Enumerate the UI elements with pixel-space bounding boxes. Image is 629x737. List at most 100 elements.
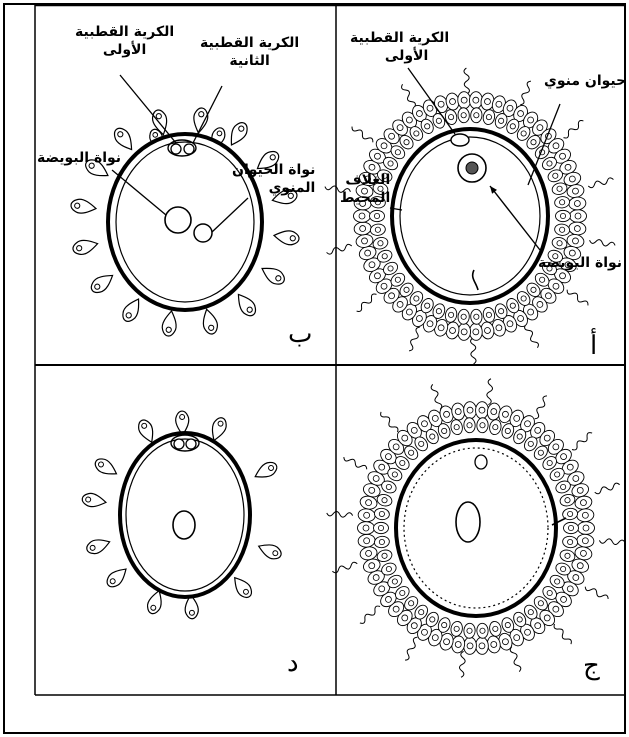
sperm-tail xyxy=(572,433,592,450)
sperm-tail xyxy=(535,396,547,419)
polar-body-first xyxy=(174,439,184,449)
label-a-polar-body-first: الكرية القطبية الأولى xyxy=(350,30,449,65)
corona-cell xyxy=(554,196,570,209)
polar-body xyxy=(475,455,487,469)
corona-cell xyxy=(568,221,586,236)
sperm-tail xyxy=(585,587,608,599)
corona-cell xyxy=(475,637,489,655)
sperm-tail xyxy=(431,384,442,409)
label-a-envelope: الغلاف المحيط xyxy=(340,172,390,207)
follicle-cell xyxy=(233,290,259,319)
follicle-cell xyxy=(226,120,251,149)
sperm-tail xyxy=(360,606,380,623)
sperm-tail xyxy=(554,624,571,644)
panel-b-egg xyxy=(70,75,300,337)
follicle-cell xyxy=(70,198,97,215)
corona-cell xyxy=(463,623,475,639)
sperm-tail xyxy=(599,539,625,545)
corona-cell xyxy=(469,91,483,109)
sperm-tail xyxy=(590,240,615,246)
polar-body-first xyxy=(171,144,181,154)
corona-cell xyxy=(358,534,376,549)
corona-cell xyxy=(564,522,579,533)
sperm-tail xyxy=(460,651,466,677)
sperm-tail xyxy=(327,244,352,254)
corona-cell xyxy=(458,309,470,325)
label-a-sperm: حيوان منوي xyxy=(544,73,626,91)
corona-cell xyxy=(576,534,594,549)
corona-cell xyxy=(488,419,502,436)
label-b-sperm-nucleus: نواة الحيوان المنوي xyxy=(232,162,315,197)
label-a-egg-nucleus: نواة البويضة xyxy=(538,255,622,273)
zygote-nucleus xyxy=(173,511,195,539)
corona-cell xyxy=(475,401,489,419)
corona-cell xyxy=(374,522,389,533)
follicle-cell xyxy=(71,237,99,256)
polar-body-first xyxy=(451,134,469,146)
sperm-tail xyxy=(471,338,476,364)
sperm-tail xyxy=(525,325,539,348)
follicle-cell xyxy=(258,263,287,288)
corona-cell xyxy=(370,223,386,236)
corona-cell xyxy=(570,210,587,223)
sperm-tail xyxy=(352,127,373,143)
corona-cell xyxy=(463,637,477,655)
sperm-tail xyxy=(595,483,620,494)
follicle-cell xyxy=(93,456,120,480)
corona-cell xyxy=(358,508,376,523)
sperm-tail xyxy=(409,327,420,351)
panel-a-egg xyxy=(325,68,615,364)
corona-cell xyxy=(354,210,371,223)
label-b-egg-nucleus: نواة البويضة xyxy=(37,150,121,168)
panel-a-letter: أ xyxy=(590,330,597,363)
sperm-tail xyxy=(487,379,493,405)
corona-cell xyxy=(488,620,502,637)
follicle-cell xyxy=(88,270,117,296)
sperm-tail xyxy=(405,637,417,660)
sperm-tail xyxy=(357,294,377,311)
polar-body-second xyxy=(186,439,196,449)
label-b-polar-body-first: الكرية القطبية الأولى xyxy=(75,24,174,59)
follicle-cell xyxy=(161,310,178,337)
panel-d-letter: د xyxy=(287,647,299,680)
corona-cell xyxy=(469,323,483,341)
panel-b-letter: ب xyxy=(288,318,312,351)
corona-cell xyxy=(450,620,464,637)
follicle-cell xyxy=(252,459,279,482)
egg-nucleolus xyxy=(466,162,478,174)
corona-cell xyxy=(358,522,375,535)
follicle-cell xyxy=(81,492,107,509)
corona-cell xyxy=(576,508,594,523)
corona-cell xyxy=(556,210,571,221)
corona-cell xyxy=(457,91,471,109)
follicle-cell xyxy=(273,229,300,246)
corona-cell xyxy=(353,221,371,236)
corona-cell xyxy=(458,107,470,123)
corona-cell xyxy=(463,401,477,419)
panel-c-egg xyxy=(327,379,626,678)
corona-cell xyxy=(562,535,578,548)
sperm-tail xyxy=(567,290,588,306)
corona-cell xyxy=(476,623,488,639)
follicle-cell xyxy=(256,540,283,561)
corona-cell xyxy=(470,107,482,123)
corona-cell xyxy=(374,507,390,520)
follicle-cell xyxy=(230,574,255,601)
sperm-tail xyxy=(464,68,469,94)
label-b-polar-body-second: الكرية القطبية الثانية xyxy=(200,35,299,70)
corona-cell xyxy=(450,419,464,436)
egg-nucleus xyxy=(456,502,480,542)
panel-c-letter: ج xyxy=(583,650,600,683)
corona-cell xyxy=(578,522,595,535)
corona-cell xyxy=(370,210,385,221)
corona-cell xyxy=(457,323,471,341)
polar-body-second xyxy=(184,144,194,154)
corona-cell xyxy=(554,223,570,236)
corona-cell xyxy=(374,535,390,548)
follicle-cell xyxy=(104,564,131,590)
pointer-b-polar-first xyxy=(120,75,176,143)
follicle-cell xyxy=(120,295,145,324)
follicle-cell xyxy=(200,308,219,336)
